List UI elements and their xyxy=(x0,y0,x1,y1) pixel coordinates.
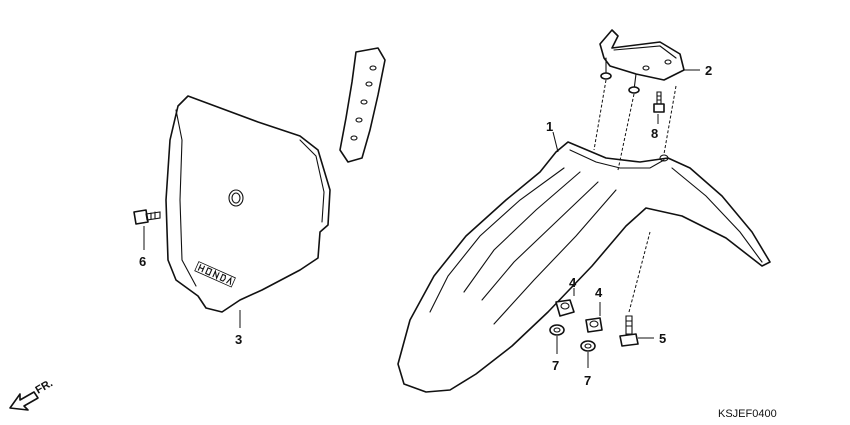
fender-rib-right xyxy=(493,189,617,325)
number-plate-rim xyxy=(299,139,325,223)
callout-4b: 4 xyxy=(595,285,603,300)
bolt-5 xyxy=(619,315,639,347)
number-plate xyxy=(165,47,386,313)
number-plate-strap xyxy=(339,47,386,163)
washer-7a xyxy=(549,324,565,336)
number-plate-edge xyxy=(175,109,197,287)
front-arrow-icon xyxy=(9,391,39,411)
nut-4a xyxy=(555,299,575,317)
fender-mount-hole xyxy=(659,154,669,162)
bolt-8 xyxy=(653,91,665,113)
fender-tail-rib xyxy=(671,167,763,263)
fender-rib-inner-1 xyxy=(463,171,581,293)
number-plate-body xyxy=(165,95,331,313)
front-direction-marker: FR. xyxy=(9,377,55,411)
leader-lines xyxy=(143,69,700,368)
callout-6: 6 xyxy=(139,254,146,269)
washer-7b xyxy=(580,340,596,352)
fender-bracket-body xyxy=(599,29,685,81)
callout-1: 1 xyxy=(546,119,553,134)
callout-3: 3 xyxy=(235,332,242,347)
callout-2: 2 xyxy=(705,63,712,78)
callout-8: 8 xyxy=(651,126,658,141)
number-plate-hole xyxy=(228,189,244,207)
bolt-6 xyxy=(133,209,161,225)
honda-logo xyxy=(194,261,236,288)
callout-5: 5 xyxy=(659,331,666,346)
nut-4b xyxy=(585,317,603,333)
fender-top-pocket xyxy=(569,149,665,169)
callout-labels: 1 2 3 4 4 5 6 7 7 8 xyxy=(139,63,712,388)
fender-bracket xyxy=(599,29,685,94)
fender-rib-left xyxy=(429,167,565,313)
fender-rib-inner-2 xyxy=(481,181,599,301)
callout-7a: 7 xyxy=(552,358,559,373)
front-label: FR. xyxy=(34,377,55,396)
diagram-code: KSJEF0400 xyxy=(718,408,777,420)
front-fender-body xyxy=(397,141,771,393)
strap-holes xyxy=(350,65,377,141)
front-fender xyxy=(397,141,771,393)
callout-4a: 4 xyxy=(569,275,577,290)
callout-7b: 7 xyxy=(584,373,591,388)
